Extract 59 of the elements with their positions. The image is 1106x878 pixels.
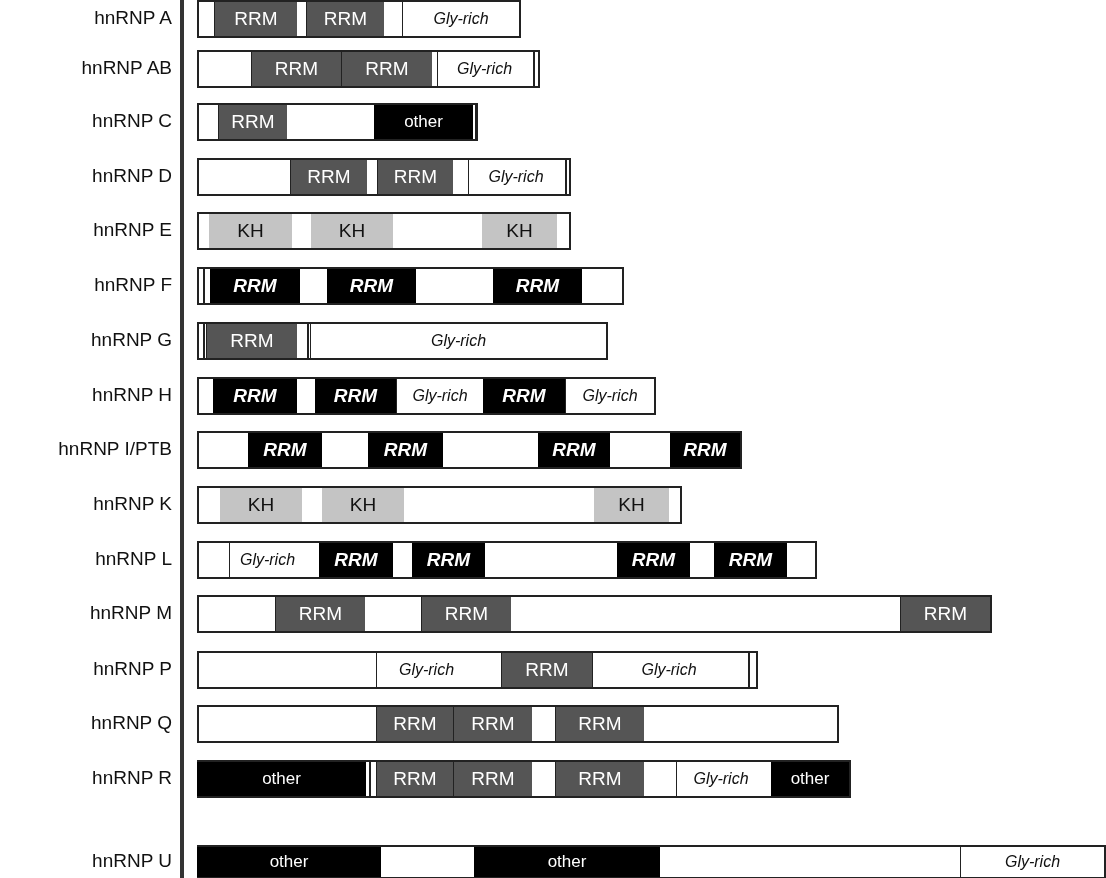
protein-name: hnRNP R <box>92 767 172 789</box>
rrm-domain: RRM <box>493 269 582 303</box>
protein-name: hnRNP P <box>93 658 172 680</box>
rrm-domain: RRM <box>368 433 443 467</box>
other-domain: other <box>474 847 660 877</box>
kh-domain: KH <box>594 488 669 522</box>
kh-domain: KH <box>482 214 557 248</box>
rrm-domain: RRM <box>617 543 690 577</box>
protein-name: hnRNP U <box>92 850 172 872</box>
kh-domain: KH <box>311 214 393 248</box>
rrm-domain: RRM <box>248 433 322 467</box>
protein-name: hnRNP A <box>94 7 172 29</box>
protein-name: hnRNP K <box>93 493 172 515</box>
protein-name: hnRNP E <box>93 219 172 241</box>
rrm-domain: RRM <box>213 379 297 413</box>
protein-name: hnRNP C <box>92 110 172 132</box>
other-domain: other <box>197 762 366 796</box>
rrm-domain: RRM <box>453 762 532 796</box>
kh-domain: KH <box>209 214 292 248</box>
rrm-domain: RRM <box>210 269 300 303</box>
other-domain: other <box>197 847 381 877</box>
protein-name: hnRNP G <box>91 329 172 351</box>
rrm-domain: RRM <box>900 597 990 631</box>
rrm-domain: RRM <box>670 433 740 467</box>
rrm-domain: RRM <box>218 105 287 139</box>
rrm-domain: RRM <box>214 2 297 36</box>
protein-name: hnRNP M <box>90 602 172 624</box>
protein-name: hnRNP H <box>92 384 172 406</box>
rrm-domain: RRM <box>206 324 297 358</box>
rrm-domain: RRM <box>275 597 365 631</box>
other-domain: other <box>771 762 849 796</box>
rrm-domain: RRM <box>315 379 396 413</box>
rrm-domain: RRM <box>555 762 644 796</box>
rrm-domain: RRM <box>290 160 367 194</box>
protein-name: hnRNP F <box>94 274 172 296</box>
kh-domain: KH <box>220 488 302 522</box>
protein-name: hnRNP L <box>95 548 172 570</box>
rrm-domain: RRM <box>319 543 393 577</box>
rrm-domain: RRM <box>341 52 432 86</box>
rrm-domain: RRM <box>251 52 341 86</box>
rrm-domain: RRM <box>412 543 485 577</box>
rrm-domain: RRM <box>714 543 787 577</box>
rrm-domain: RRM <box>306 2 384 36</box>
rrm-domain: RRM <box>538 433 610 467</box>
protein-name: hnRNP D <box>92 165 172 187</box>
protein-name: hnRNP I/PTB <box>58 438 172 460</box>
rrm-domain: RRM <box>327 269 416 303</box>
rrm-domain: RRM <box>421 597 511 631</box>
rrm-domain: RRM <box>376 707 453 741</box>
rrm-domain: RRM <box>453 707 532 741</box>
rrm-domain: RRM <box>501 653 592 687</box>
protein-name: hnRNP Q <box>91 712 172 734</box>
rrm-domain: RRM <box>377 160 453 194</box>
protein-name: hnRNP AB <box>81 57 172 79</box>
kh-domain: KH <box>322 488 404 522</box>
rrm-domain: RRM <box>483 379 565 413</box>
rrm-domain: RRM <box>555 707 644 741</box>
other-domain: other <box>374 105 473 139</box>
rrm-domain: RRM <box>376 762 453 796</box>
